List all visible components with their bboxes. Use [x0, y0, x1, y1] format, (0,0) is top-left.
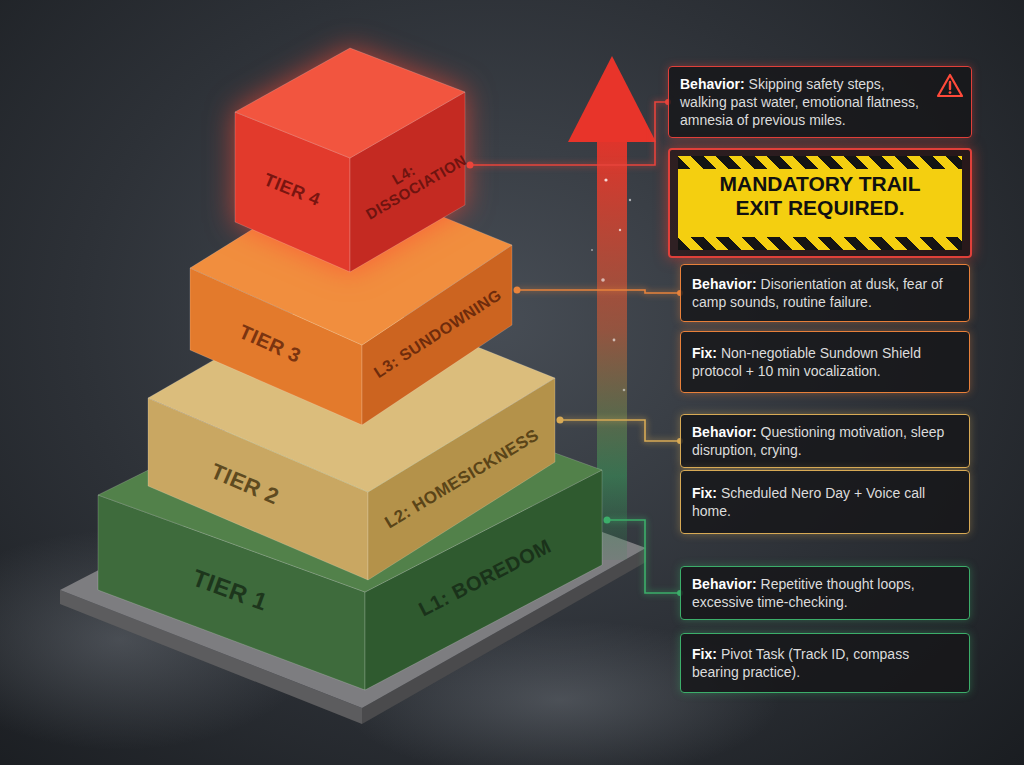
callout-heading: Fix:: [692, 345, 717, 361]
callout-text: Behavior:Repetitive thought loops, exces…: [692, 575, 959, 611]
leader-connector: [604, 517, 684, 597]
callout-text: Fix:Non-negotiable Sundown Shield protoc…: [692, 344, 959, 380]
leader-dot: [604, 517, 611, 524]
hazard-stripe: [678, 237, 962, 250]
leader-line: [560, 420, 680, 441]
callout-box: Behavior:Skipping safety steps, walking …: [668, 66, 972, 138]
callout-heading: Behavior:: [692, 276, 757, 292]
tier-block: TIER 4L4: DISSOCIATION: [230, 40, 470, 280]
callout-body: Pivot Task (Track ID, compass bearing pr…: [692, 646, 909, 680]
callout-box: Behavior:Repetitive thought loops, exces…: [680, 566, 970, 620]
callout-text: Behavior:Skipping safety steps, walking …: [680, 75, 931, 129]
banner-text-holder: MANDATORY TRAIL EXIT REQUIRED.: [670, 150, 970, 242]
leader-line: [517, 290, 680, 293]
callout-box: Fix:Non-negotiable Sundown Shield protoc…: [680, 331, 970, 393]
callout-box: Fix:Scheduled Nero Day + Voice call home…: [680, 470, 970, 534]
callout-heading: Behavior:: [692, 576, 757, 592]
callout-heading: Fix:: [692, 485, 717, 501]
block-face: [365, 470, 602, 690]
warning-banner: MANDATORY TRAIL EXIT REQUIRED.: [668, 148, 972, 258]
warning-icon: [936, 73, 964, 98]
callout-text: Fix:Scheduled Nero Day + Voice call home…: [692, 484, 959, 520]
leader-connector: [557, 417, 684, 445]
callout-heading: Behavior:: [692, 424, 757, 440]
leader-dot: [514, 287, 521, 294]
leader-connector: [467, 99, 672, 169]
callout-box: Behavior:Disorientation at dusk, fear of…: [680, 264, 970, 322]
callout-body: Non-negotiable Sundown Shield protocol +…: [692, 345, 921, 379]
leader-line: [470, 102, 668, 165]
block-face: [235, 48, 465, 158]
callout-text: Behavior:Questioning motivation, sleep d…: [692, 423, 959, 459]
callout-body: Scheduled Nero Day + Voice call home.: [692, 485, 925, 519]
callout-heading: Behavior:: [680, 76, 745, 92]
callout-box: Behavior:Questioning motivation, sleep d…: [680, 414, 970, 468]
leader-dot: [557, 417, 564, 424]
leader-line: [607, 520, 680, 593]
hazard-stripe: [678, 156, 962, 169]
callout-box: Fix:Pivot Task (Track ID, compass bearin…: [680, 633, 970, 693]
leader-connector: [514, 287, 684, 297]
callout-heading: Fix:: [692, 646, 717, 662]
leader-dot: [467, 162, 474, 169]
callout-text: Fix:Pivot Task (Track ID, compass bearin…: [692, 645, 959, 681]
callout-text: Behavior:Disorientation at dusk, fear of…: [692, 275, 959, 311]
banner-text: MANDATORY TRAIL EXIT REQUIRED.: [695, 172, 945, 220]
